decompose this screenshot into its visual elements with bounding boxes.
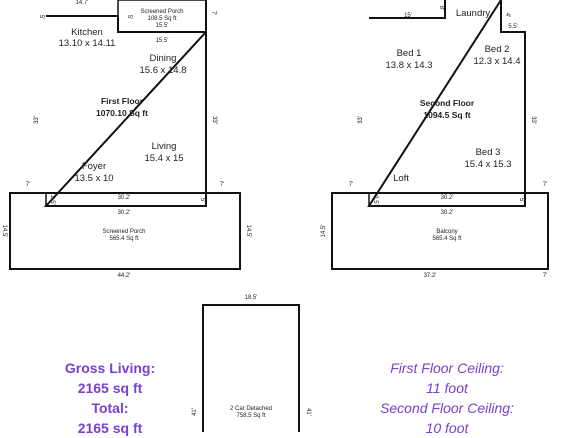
bed1-dims: 13.8 x 14.3 [385,60,432,71]
screened-porch-bottom-area: 565.4 Sq ft [109,236,138,242]
left-ext-dim: 7' [26,182,30,188]
balcony-left-dim: 14.5' [321,225,327,238]
balcony-top-width-dim: 30.2' [441,210,454,216]
foyer-dims: 13.5 x 10 [74,173,113,184]
top-left-dim-2: 15' [404,13,412,19]
laundry-right-dim: 4' [504,13,510,17]
total-value: 2165 sq ft [77,420,143,436]
kitchen-dims: 13.10 x 14.11 [59,38,116,49]
second-floor-plan: Laundry 15' 8' 4' 5.5' Bed 1 13.8 x 14.3… [321,0,549,279]
balcony-outline [331,192,549,270]
first-ceiling-label: First Floor Ceiling: [390,360,504,376]
kitchen-label: Kitchen [71,27,103,38]
bed3-dims: 15.4 x 15.3 [464,159,511,170]
dining-dims: 15.6 x 14.8 [139,65,186,76]
bed3-label: Bed 3 [476,147,501,158]
garage-outline [202,304,300,432]
foyer-label: Foyer [82,161,106,172]
right-small-dim-2: 5.5' [508,24,518,30]
balcony-width-dim: 37.2' [424,273,437,279]
left-ext-dim-2: 7' [349,182,353,188]
porch-width-dim: 44.2' [118,273,131,279]
bed2-dims: 12.3 x 14.4 [473,56,520,67]
base-width-dim-2: 30.2' [441,195,454,201]
laundry-left-dim: 8' [438,6,444,10]
porch-right-dim: 14.5' [245,225,251,238]
dining-label: Dining [150,53,177,64]
first-floor-area: 1070.10 Sq ft [96,108,148,118]
base-left-small-dim-2: 2.5' [372,195,378,205]
gross-living-value: 2165 sq ft [77,380,143,396]
second-floor-outline [367,0,526,207]
garage-left-dim: 41' [192,408,198,416]
laundry-label: Laundry [456,8,491,19]
ceiling-heights: First Floor Ceiling: 11 foot Second Floo… [362,358,532,438]
bed1-label: Bed 1 [397,48,422,59]
porch-side-dim: 5' [126,15,132,19]
living-dims: 15.4 x 15 [144,153,183,164]
top-left-dim: 14.7' [76,0,89,6]
right-height-dim: 33' [211,116,217,124]
screened-porch-top-area: 108.5 Sq ft [147,16,176,22]
screened-porch-bottom-label: Screened Porch [102,229,145,235]
loft-label: Loft [393,173,409,184]
porch-left-dim: 14.5' [1,225,7,238]
balcony-area: 565.4 Sq ft [432,236,461,242]
top-right-small-dim: 7' [210,11,216,15]
area-summary: Gross Living: 2165 sq ft Total: 2165 sq … [40,358,180,438]
second-ceiling-label: Second Floor Ceiling: [380,400,514,416]
screened-porch-top-label: Screened Porch [140,9,183,15]
second-ceiling-value: 10 foot [425,420,469,436]
garage-right-dim: 41' [305,408,311,416]
base-left-small-dim: 2.5' [49,195,55,205]
screened-porch-top-width: 15.5' [156,23,169,29]
garage-label: 2 Car Detached [230,406,272,412]
second-floor-area: 1094.5 Sq ft [423,110,470,120]
bed2-label: Bed 2 [485,44,510,55]
base-width-dim: 30.2' [118,195,131,201]
first-floor-title: First Floor [101,96,144,106]
first-floor-plan: Kitchen 13.10 x 14.11 Dining 15.6 x 14.8… [1,0,251,279]
second-floor-title: Second Floor [420,98,475,108]
right-ext-dim-2: 7' [543,182,547,188]
garage-area: 758.5 Sq ft [236,413,265,419]
left-small-dim: 5' [38,15,44,19]
balcony-label: Balcony [436,229,457,235]
living-label: Living [152,141,177,152]
base-right-small-dim-2: 5' [518,198,524,202]
first-ceiling-value: 11 foot [426,380,468,396]
gross-living-label: Gross Living: [64,360,156,376]
right-height-dim-2: 33' [530,116,536,124]
garage-width-dim: 18.5' [245,295,258,301]
balcony-right-small-dim: 7' [543,273,547,279]
porch-bottom-dim: 15.5' [156,38,169,44]
screened-porch-top [117,0,207,33]
screened-porch-bottom [9,192,241,270]
right-ext-dim: 7' [220,182,224,188]
left-height-dim-2: 33' [358,116,364,124]
porch-top-width-dim: 30.2' [118,210,131,216]
base-right-small-dim: 5' [199,198,205,202]
total-label: Total: [91,400,129,416]
left-height-dim: 33' [34,116,40,124]
garage-plan: 18.5' 41' 41' 2 Car Detached 758.5 Sq ft [192,295,311,432]
